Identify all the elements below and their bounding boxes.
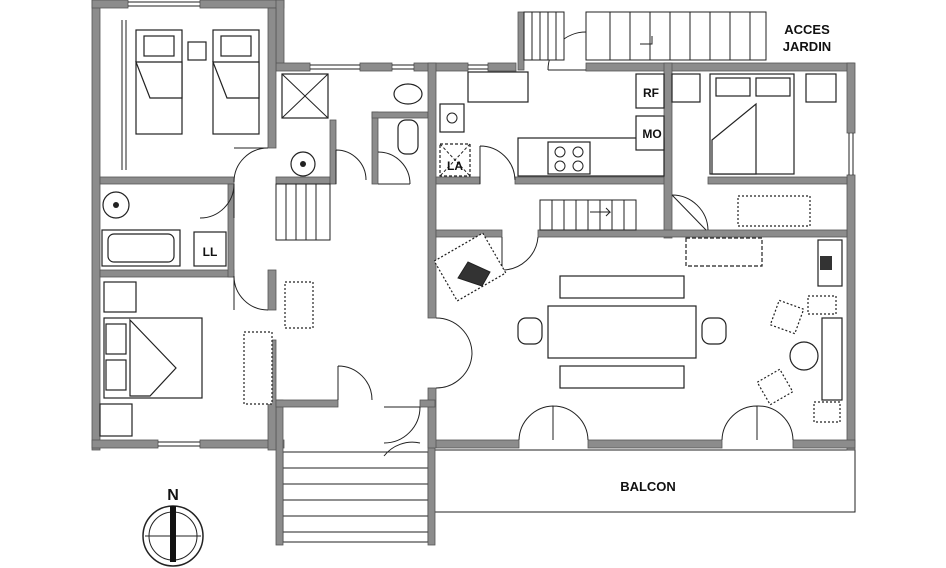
balcony [433,449,856,513]
entrance-stairs [282,451,429,543]
shower-wc [281,73,423,177]
bedroom-2-furniture [99,281,314,437]
balcon-label: BALCON [620,479,676,494]
mo-label: MO [642,127,661,141]
kitchen-furniture: LA RF MO [439,71,665,177]
living-room-furniture [433,232,843,423]
la-label: LA [447,159,463,173]
walls [91,0,856,546]
windows [121,1,854,447]
bathroom-furniture: LL [101,191,227,267]
doors [199,31,794,457]
ll-label: LL [203,245,218,259]
bedroom-1-furniture [135,29,260,135]
north-label: N [167,487,179,504]
rf-label: RF [643,86,659,100]
garden-stairs [523,11,767,61]
acces-label: ACCES [784,22,830,37]
internal-stairs [275,183,637,241]
jardin-label: JARDIN [783,39,831,54]
bedroom-3-furniture [671,73,837,227]
north-compass: N [142,487,204,567]
